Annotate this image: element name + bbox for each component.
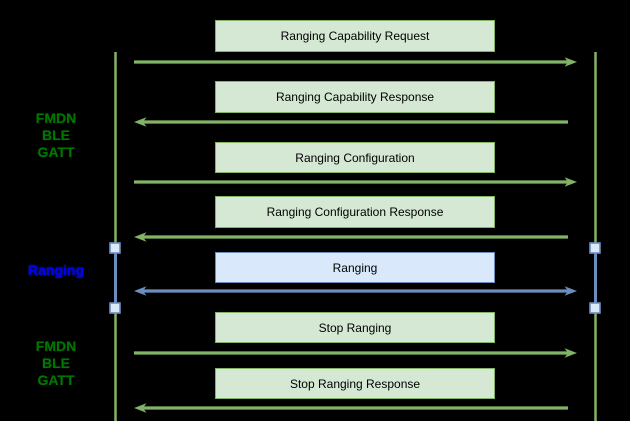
edge-handle-right-top[interactable] [589,242,601,254]
phase-label-line: Ranging [28,262,84,278]
phase-label-line: BLE [42,127,70,143]
edge-handle-right-bottom[interactable] [589,302,601,314]
message-box-stop-ranging-response: Stop Ranging Response [215,368,495,399]
arrow-ranging-bidirectional [134,286,577,296]
edge-handle-left-top[interactable] [109,242,121,254]
message-box-ranging-capability-request: Ranging Capability Request [215,20,495,52]
message-box-ranging-configuration: Ranging Configuration [215,142,495,173]
arrow-ranging-configuration-response [134,232,568,242]
phase-label-ranging: Ranging [0,262,112,279]
phase-label-line: FMDN [35,110,77,126]
arrow-ranging-capability-request [134,57,577,67]
arrow-stop-ranging [134,348,577,358]
phase-label-line: GATT [37,144,75,160]
message-box-ranging: Ranging [215,252,495,283]
phase-label-fmdn-ble-gatt-bottom: FMDN BLE GATT [0,338,112,389]
edge-handle-left-bottom[interactable] [109,302,121,314]
message-box-ranging-configuration-response: Ranging Configuration Response [215,196,495,228]
phase-label-line: GATT [37,372,75,388]
arrow-ranging-configuration [134,177,577,187]
phase-label-line: BLE [42,355,70,371]
message-box-ranging-capability-response: Ranging Capability Response [215,81,495,113]
phase-label-fmdn-ble-gatt-top: FMDN BLE GATT [0,110,112,161]
phase-label-line: FMDN [35,338,77,354]
arrow-ranging-capability-response [134,117,568,127]
arrow-stop-ranging-response [134,403,568,413]
message-box-stop-ranging: Stop Ranging [215,312,495,343]
